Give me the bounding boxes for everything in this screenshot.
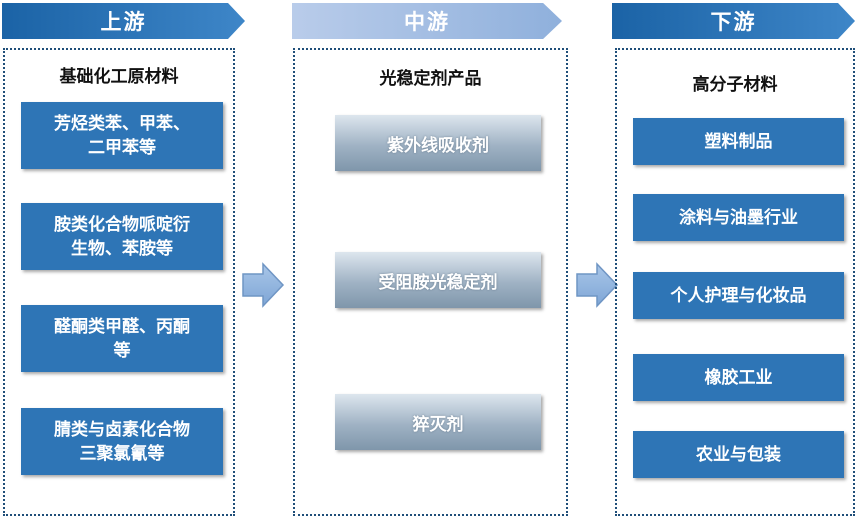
upstream-title: 基础化工原材料 <box>59 67 179 87</box>
upstream-item-line: 胺类化合物哌啶衍 <box>54 214 190 235</box>
downstream-item-personal-care: 个人护理与化妆品 <box>633 272 844 319</box>
midstream-title: 光稳定剂产品 <box>379 69 482 89</box>
upstream-item-amines: 胺类化合物哌啶衍生物、苯胺等 <box>21 203 223 270</box>
upstream-item-line: 三聚氯氰等 <box>79 443 165 464</box>
upstream-item-aldehydes: 醛酮类甲醛、丙酮等 <box>21 305 223 372</box>
downstream-panel: 高分子材料 塑料制品 涂料与油墨行业 个人护理与化妆品 橡胶工业 农业与包装 <box>615 48 855 516</box>
midstream-item-hals: 受阻胺光稳定剂 <box>335 252 541 308</box>
upstream-item-line: 醛酮类甲醛、丙酮 <box>54 316 190 337</box>
downstream-item-agriculture: 农业与包装 <box>633 431 844 478</box>
downstream-item-plastics: 塑料制品 <box>633 118 844 165</box>
right-arrow-icon <box>576 262 619 308</box>
downstream-title: 高分子材料 <box>692 75 778 95</box>
upstream-item-aromatics: 芳烃类苯、甲苯、二甲苯等 <box>21 102 223 169</box>
midstream-header: 中游 <box>292 3 562 39</box>
downstream-item-coatings: 涂料与油墨行业 <box>633 194 844 241</box>
upstream-item-line: 腈类与卤素化合物 <box>54 419 190 440</box>
right-arrow-icon <box>242 262 285 308</box>
upstream-item-line: 生物、苯胺等 <box>71 238 173 259</box>
upstream-item-line: 等 <box>113 340 131 361</box>
upstream-item-nitriles: 腈类与卤素化合物三聚氯氰等 <box>21 408 223 475</box>
upstream-panel: 基础化工原材料 芳烃类苯、甲苯、二甲苯等 胺类化合物哌啶衍生物、苯胺等 醛酮类甲… <box>3 48 235 516</box>
midstream-item-quencher: 猝灭剂 <box>335 394 541 450</box>
downstream-item-rubber: 橡胶工业 <box>633 354 844 401</box>
downstream-header: 下游 <box>612 3 855 39</box>
upstream-item-line: 二甲苯等 <box>88 137 156 158</box>
upstream-item-line: 芳烃类苯、甲苯、 <box>54 113 190 134</box>
upstream-header: 上游 <box>2 3 245 39</box>
midstream-item-uv-absorber: 紫外线吸收剂 <box>335 115 541 171</box>
midstream-panel: 光稳定剂产品 紫外线吸收剂 受阻胺光稳定剂 猝灭剂 <box>293 48 568 516</box>
